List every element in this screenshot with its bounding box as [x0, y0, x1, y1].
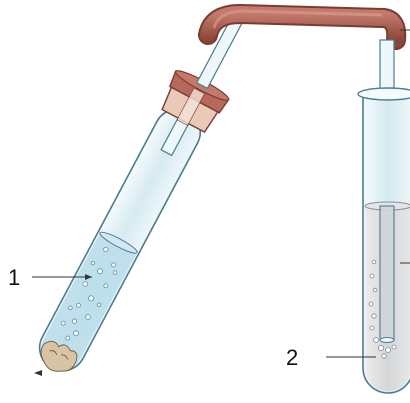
label-2: 2: [286, 345, 298, 370]
label-1: 1: [8, 265, 20, 290]
right-test-tube: [358, 88, 410, 393]
right-tube-rim: [358, 88, 410, 100]
left-bottom-pointer: [34, 370, 42, 376]
left-test-tube: [24, 0, 267, 384]
